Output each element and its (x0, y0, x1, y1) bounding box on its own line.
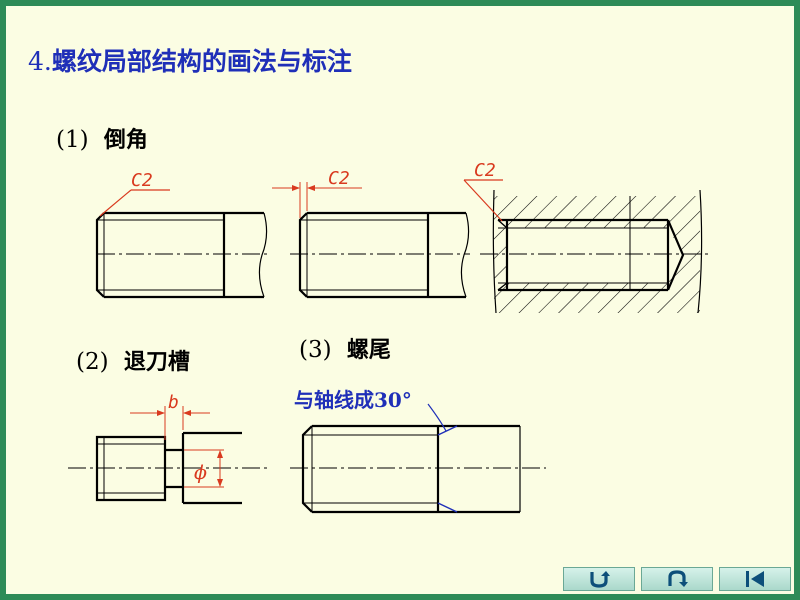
section-label: 倒角 (103, 128, 148, 153)
chamfer-label: C2 (131, 170, 153, 191)
section-label: 退刀槽 (123, 350, 190, 375)
groove-diameter-label: ϕ (194, 462, 207, 484)
return-icon (590, 571, 610, 588)
dimension-chamfer-3: C2 (463, 160, 503, 222)
section-chamfer-heading: (1) 倒角 (56, 122, 148, 154)
thread-tail-annotation: 与轴线成30° (294, 388, 412, 412)
section-label: 螺尾 (346, 338, 391, 363)
page-title: 4.螺纹局部结构的画法与标注 (28, 42, 352, 78)
section-number: (1) (56, 127, 89, 153)
figure-chamfer-internal (480, 189, 708, 314)
nav-return-button[interactable] (563, 567, 635, 591)
title-number: 4. (28, 47, 52, 76)
dimension-chamfer-2: C2 (272, 168, 362, 218)
chamfer-label: C2 (328, 168, 350, 189)
figure-chamfer-external-2 (290, 211, 470, 299)
groove-width-label: b (168, 392, 179, 413)
title-text: 螺纹局部结构的画法与标注 (51, 47, 352, 76)
nav-forward-button[interactable] (641, 567, 713, 591)
figure-relief-groove (68, 431, 268, 505)
figure-thread-tail (290, 424, 546, 514)
section-tail-heading: (3) 螺尾 (299, 332, 391, 364)
dimension-chamfer-1: C2 (99, 170, 170, 217)
section-groove-heading: (2) 退刀槽 (76, 344, 190, 376)
forward-icon (668, 570, 688, 587)
chamfer-label: C2 (474, 160, 496, 181)
section-number: (2) (76, 349, 109, 375)
thread-tail-lines (427, 403, 458, 513)
nav-first-page-button[interactable] (719, 567, 791, 591)
section-number: (3) (299, 337, 332, 363)
first-page-icon (746, 571, 764, 587)
figure-chamfer-external-1 (95, 211, 270, 299)
dimension-groove: b ϕ (130, 392, 224, 488)
